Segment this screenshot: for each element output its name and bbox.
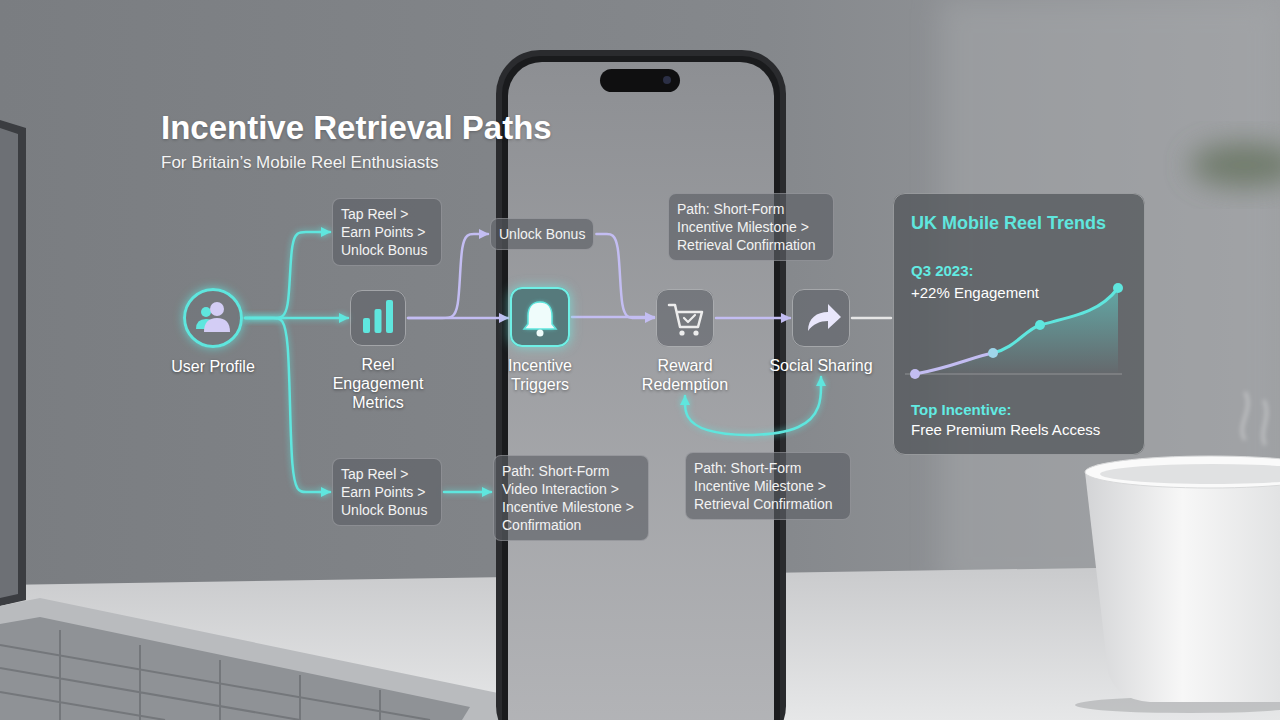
chart-dot: [1035, 320, 1045, 330]
flow-connector: [408, 317, 508, 320]
cart-icon: [669, 305, 702, 327]
panel-text: +22% Engagement: [911, 284, 1127, 302]
person-icon: [204, 318, 230, 332]
cart-icon: [679, 330, 684, 335]
flow-connector: [245, 318, 330, 492]
node-label: Incentive Triggers: [485, 356, 595, 394]
icon-tile: [792, 289, 850, 347]
icon-tile: [183, 288, 243, 348]
subtitle-label: For Britain’s Mobile Reel Enthusiasts: [161, 152, 552, 174]
person-icon: [210, 302, 224, 316]
path-box: Path: Short-Form Incentive Milestone > R…: [685, 452, 851, 520]
header-block: Incentive Retrieval PathsFor Britain’s M…: [161, 108, 552, 174]
icon-node: Incentive Triggers: [485, 287, 595, 394]
icon-node: Reward Redemption: [630, 289, 740, 394]
cart-icon: [684, 315, 695, 322]
diagram-title: Incentive Retrieval Paths: [161, 108, 552, 148]
icon-ground: [350, 290, 406, 346]
icon-node: Reel Engagement Metrics: [323, 290, 433, 412]
phone-camera: [663, 76, 671, 84]
path-text: Unlock Bonus: [499, 225, 585, 243]
cup-inside: [1100, 464, 1280, 484]
chart-line: [915, 353, 993, 374]
laptop-screen-face: [0, 128, 18, 598]
laptop-screen: [0, 120, 26, 606]
panel-text: Top Incentive:: [911, 401, 1127, 419]
path-text: Path: Short-Form Incentive Milestone > R…: [694, 459, 842, 513]
node-label: Social Sharing: [751, 356, 891, 375]
bell-icon: [537, 330, 544, 337]
icon-tile: [510, 287, 570, 347]
panel-text: Q3 2023:: [911, 262, 1127, 280]
laptop-base: [0, 598, 512, 720]
person-icon: [201, 307, 211, 317]
bar-icon: [386, 300, 393, 333]
laptop-keyboard: [0, 617, 470, 720]
path-text: Tap Reel > Earn Points > Unlock Bonus: [341, 465, 433, 519]
plant-blur: [1190, 143, 1280, 187]
share-icon: [808, 304, 841, 331]
laptop-keys: [0, 630, 430, 720]
phone-notch: [600, 69, 680, 92]
bell-icon: [524, 302, 556, 329]
trend-panel: UK Mobile Reel Trends Q3 2023: +22% Engage…: [893, 193, 1145, 455]
path-text: Tap Reel > Earn Points > Unlock Bonus: [341, 205, 433, 259]
flow-connector: [852, 317, 891, 320]
path-box: Unlock Bonus: [490, 218, 594, 250]
icon-tile: [350, 290, 406, 346]
panel-text: UK Mobile Reel Trends: [911, 212, 1127, 234]
icon-node: User Profile: [148, 288, 278, 376]
flow-connector: [245, 232, 330, 318]
flow-connector: [572, 316, 654, 319]
icon-tile: [656, 289, 714, 347]
icon-ground: [656, 289, 714, 347]
chart-dot: [1113, 283, 1123, 293]
node-label: User Profile: [148, 357, 278, 376]
cup-body: [1085, 472, 1280, 702]
flow-connector: [596, 234, 654, 318]
cup-rim: [1085, 456, 1280, 488]
icon-ground: [792, 289, 850, 347]
path-box: Tap Reel > Earn Points > Unlock Bonus: [332, 458, 442, 526]
cart-icon: [693, 330, 698, 335]
bar-icon: [375, 309, 382, 333]
panel-ground: [893, 193, 1145, 455]
icon-ground: [510, 287, 570, 347]
icon-ground: [183, 288, 243, 348]
node-label: Reward Redemption: [630, 356, 740, 394]
path-text: Path: Short-Form Video Interaction > Inc…: [502, 462, 640, 534]
path-box: Path: Short-Form Incentive Milestone > R…: [668, 193, 834, 261]
flow-connector: [444, 491, 491, 494]
path-text: Path: Short-Form Incentive Milestone > R…: [677, 200, 825, 254]
flow-connector: [716, 317, 790, 320]
bar-icon: [363, 318, 370, 333]
node-label: Reel Engagement Metrics: [323, 355, 433, 412]
bell-glow: [524, 302, 556, 329]
chart-dot: [988, 348, 998, 358]
chart-dot: [910, 369, 920, 379]
path-box: Tap Reel > Earn Points > Unlock Bonus: [332, 198, 442, 266]
path-box: Path: Short-Form Video Interaction > Inc…: [493, 455, 649, 541]
icon-node: Social Sharing: [751, 289, 891, 375]
panel-text: Free Premium Reels Access: [911, 421, 1127, 439]
steam: [1242, 392, 1266, 445]
